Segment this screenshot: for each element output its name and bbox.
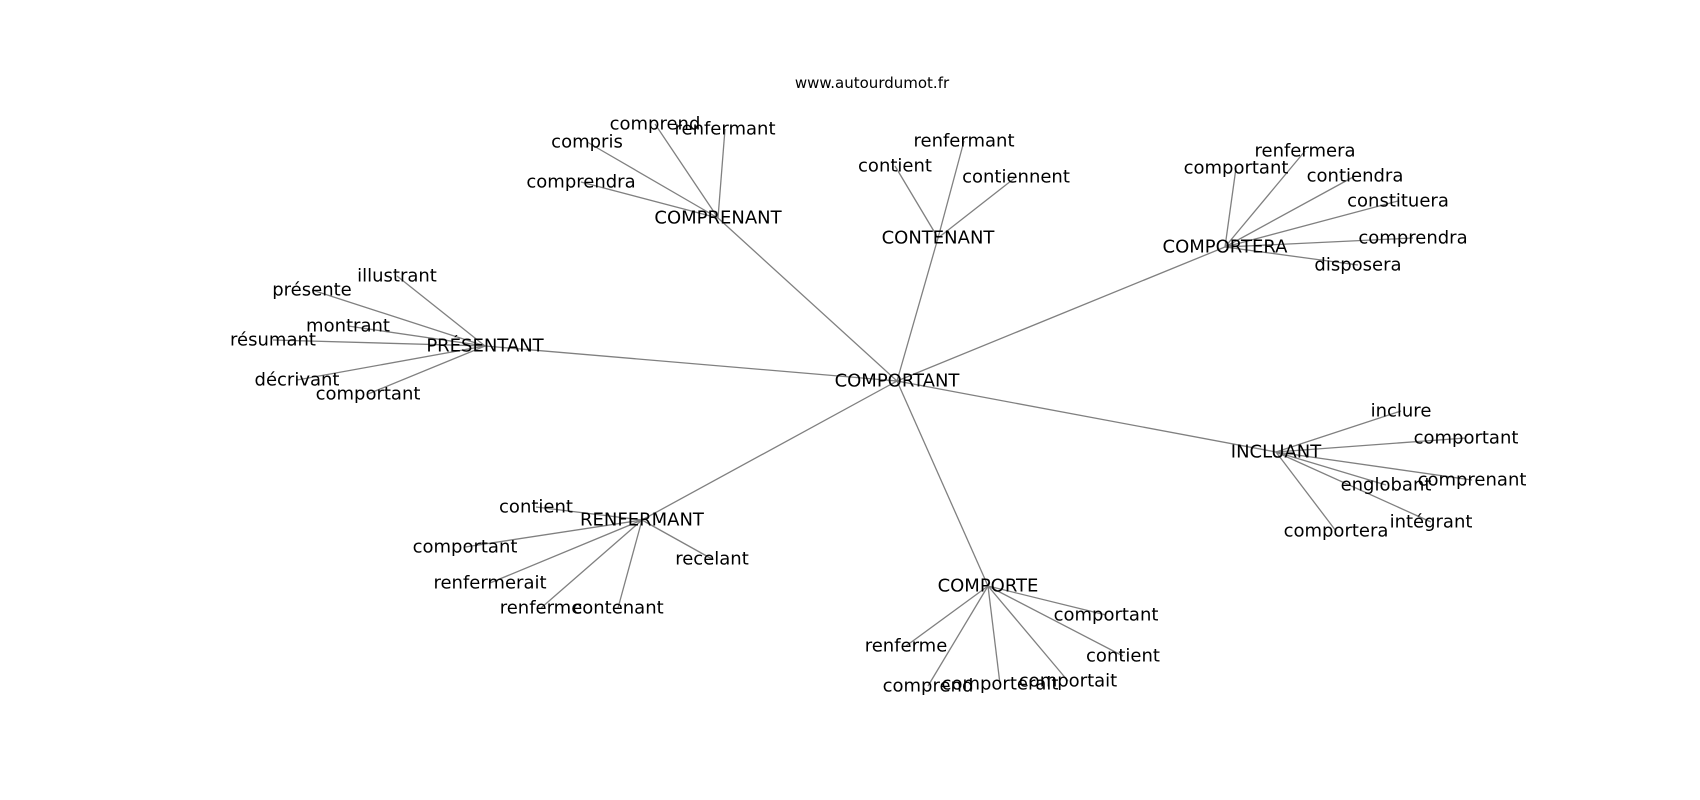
edge-hub-leaf — [987, 585, 1107, 616]
leaf-node[interactable]: renfermerait — [433, 573, 546, 594]
edge-hub-leaf — [540, 519, 643, 609]
edge-hub-leaf — [654, 123, 719, 219]
center-node[interactable]: COMPORTANT — [835, 371, 961, 392]
leaf-node[interactable]: résumant — [230, 330, 316, 351]
leaf-node[interactable]: comporterait — [942, 674, 1059, 695]
hub-node[interactable]: COMPORTERA — [1163, 237, 1289, 258]
edge-center-hub — [896, 246, 1226, 382]
leaf-node[interactable]: comportant — [413, 537, 518, 558]
edge-hub-leaf — [1224, 200, 1399, 248]
edge-hub-leaf — [937, 176, 1017, 239]
edge-hub-leaf — [1224, 175, 1356, 248]
edge-hub-leaf — [1275, 451, 1473, 481]
leaf-node[interactable]: comportant — [1184, 158, 1289, 179]
edge-center-hub — [717, 217, 898, 382]
leaf-node[interactable]: décrivant — [255, 370, 340, 391]
leaf-node[interactable]: comportait — [1019, 671, 1117, 692]
hub-node[interactable]: INCLUANT — [1231, 442, 1322, 463]
leaf-node[interactable]: contient — [858, 156, 932, 177]
leaf-node[interactable]: contiennent — [962, 167, 1070, 188]
leaf-node[interactable]: renferme — [500, 598, 583, 619]
leaf-node[interactable]: intégrant — [1390, 512, 1473, 533]
leaf-node[interactable]: recelant — [675, 549, 749, 570]
edge-hub-leaf — [894, 165, 939, 239]
leaf-node[interactable]: contient — [1086, 646, 1160, 667]
leaf-node[interactable]: constituera — [1347, 191, 1449, 212]
leaf-node[interactable]: comprendra — [1358, 228, 1467, 249]
hub-node[interactable]: CONTENANT — [882, 228, 996, 249]
edge-hub-leaf — [311, 289, 486, 347]
edge-hub-leaf — [1275, 437, 1467, 453]
edge-hub-leaf — [347, 325, 486, 347]
leaf-node[interactable]: contenant — [572, 598, 663, 619]
hub-node[interactable]: PRÉSENTANT — [426, 335, 544, 357]
leaf-node[interactable]: présente — [272, 280, 352, 301]
leaf-node[interactable]: comportant — [316, 384, 421, 405]
edge-hub-leaf — [641, 519, 713, 560]
leaf-node[interactable]: contiendra — [1307, 166, 1404, 187]
edge-hub-leaf — [1275, 451, 1432, 523]
edge-hub-leaf — [396, 275, 486, 347]
leaf-node[interactable]: englobant — [1341, 475, 1432, 496]
labels-layer: www.autourdumot.fr COMPORTANT COMPRENANT c… — [230, 74, 1526, 697]
edge-hub-leaf — [1224, 237, 1414, 248]
leaf-node[interactable]: renferme — [865, 636, 948, 657]
edge-hub-leaf — [1275, 410, 1402, 453]
edge-hub-leaf — [1275, 451, 1387, 486]
edge-hub-leaf — [717, 128, 726, 219]
leaf-node[interactable]: contient — [499, 497, 573, 518]
edge-hub-leaf — [586, 141, 719, 219]
edge-center-hub — [641, 380, 898, 521]
leaf-node[interactable]: comportant — [1414, 428, 1519, 449]
edge-hub-leaf — [464, 519, 643, 548]
source-url: www.autourdumot.fr — [795, 74, 950, 92]
leaf-node[interactable]: comprendra — [526, 172, 635, 193]
leaf-node[interactable]: comprenant — [1418, 470, 1527, 491]
edge-hub-leaf — [1224, 150, 1306, 248]
edge-hub-leaf — [367, 345, 486, 395]
edge-center-hub — [896, 237, 939, 382]
edge-hub-leaf — [987, 585, 1069, 682]
leaf-node[interactable]: comprend — [883, 676, 974, 697]
leaf-node[interactable]: renfermant — [913, 131, 1014, 152]
leaf-node[interactable]: inclure — [1371, 401, 1432, 422]
leaf-node[interactable]: comprend — [610, 114, 701, 135]
edge-hub-leaf — [1224, 167, 1237, 248]
edge-hub-leaf — [580, 181, 719, 219]
leaf-node[interactable]: montrant — [306, 316, 390, 337]
edge-hub-leaf — [927, 585, 989, 687]
leaf-node[interactable]: comportera — [1284, 521, 1389, 542]
edge-hub-leaf — [905, 585, 989, 647]
edge-hub-leaf — [617, 519, 643, 609]
edges-layer — [272, 123, 1473, 687]
edge-hub-leaf — [296, 345, 486, 381]
leaf-node[interactable]: renfermera — [1254, 141, 1355, 162]
edge-center-hub — [896, 380, 989, 587]
edge-hub-leaf — [272, 339, 486, 347]
edge-center-hub — [896, 380, 1277, 453]
leaf-node[interactable]: illustrant — [357, 266, 437, 287]
hub-node[interactable]: RENFERMANT — [580, 510, 705, 531]
edge-center-hub — [484, 345, 898, 382]
edge-hub-leaf — [987, 585, 1001, 685]
edge-hub-leaf — [535, 506, 643, 521]
leaf-node[interactable]: disposera — [1314, 255, 1401, 276]
hub-node[interactable]: COMPORTE — [938, 576, 1039, 597]
leaf-node[interactable]: comportant — [1054, 605, 1159, 626]
leaf-node[interactable]: compris — [551, 132, 623, 153]
edge-hub-leaf — [1275, 451, 1337, 532]
edge-hub-leaf — [987, 585, 1124, 657]
hub-node[interactable]: COMPRENANT — [654, 208, 782, 229]
edge-hub-leaf — [1224, 246, 1359, 266]
edge-hub-leaf — [489, 519, 643, 584]
leaf-node[interactable]: renfermant — [674, 119, 775, 140]
edge-hub-leaf — [937, 140, 965, 239]
